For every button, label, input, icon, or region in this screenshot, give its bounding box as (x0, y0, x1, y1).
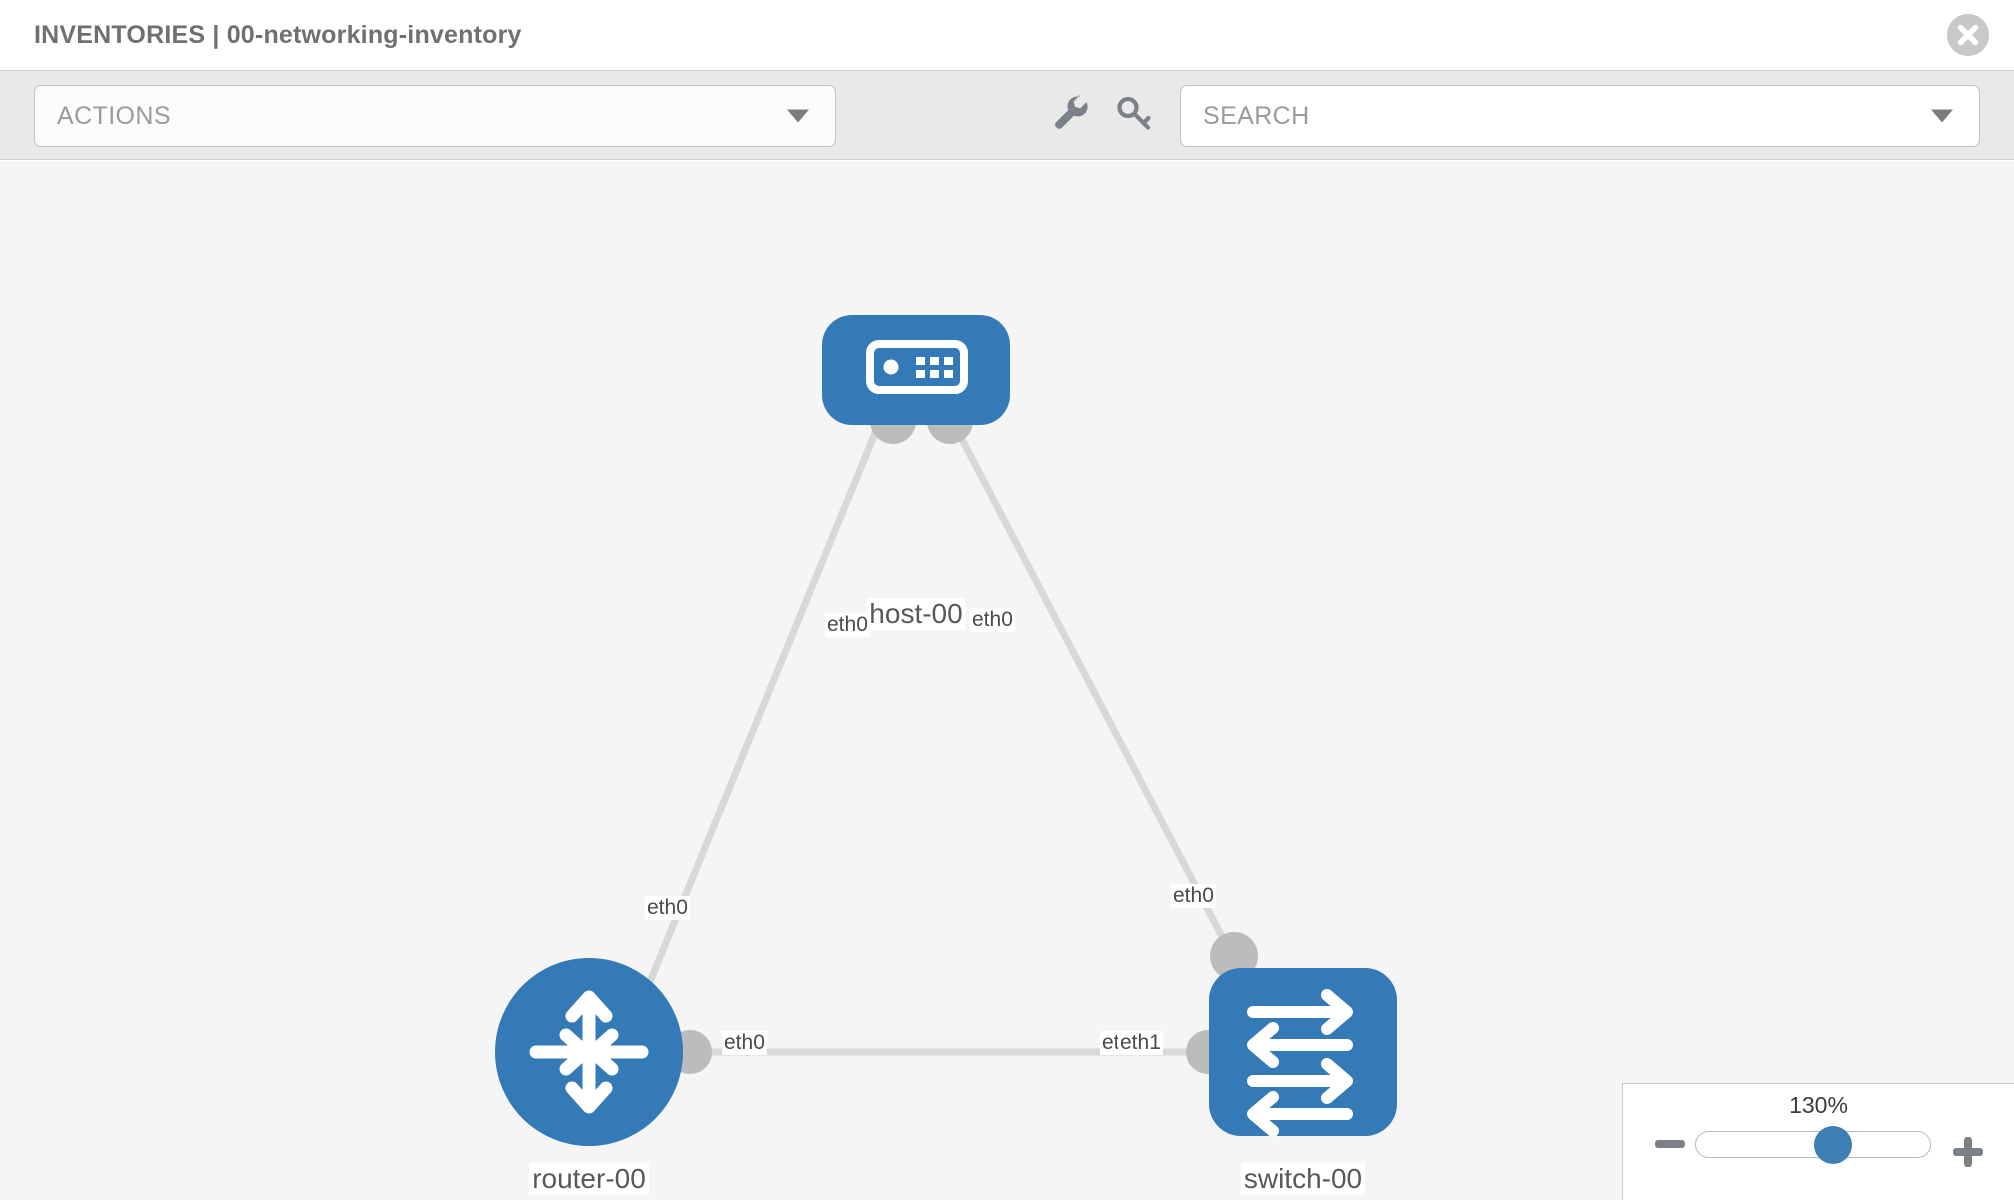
topology-links (636, 424, 1244, 1056)
actions-dropdown-label: ACTIONS (57, 101, 171, 130)
switch-arrows-icon (1247, 989, 1353, 1137)
iface-label-host-right: eth0 (970, 608, 1015, 632)
page-title: INVENTORIES | 00-networking-inventory (34, 20, 522, 49)
link-host-switch (951, 424, 1244, 973)
iface-label-router-uplink: eth0 (645, 896, 690, 920)
iface-label-switch-uplink: eth0 (1171, 884, 1216, 908)
search-input[interactable]: SEARCH (1180, 85, 1980, 147)
page-header: INVENTORIES | 00-networking-inventory (0, 0, 2014, 70)
node-label-switch-00: switch-00 (1240, 1163, 1366, 1195)
node-router-00 (495, 958, 683, 1146)
plus-icon[interactable] (1953, 1137, 1983, 1172)
router-arrows-icon (529, 990, 649, 1114)
wrench-icon[interactable] (1048, 91, 1092, 140)
server-icon (866, 340, 968, 394)
node-switch-00 (1209, 968, 1397, 1137)
node-host-00 (822, 315, 1010, 425)
topology-canvas[interactable]: host-00 router-00 switch-00 eth0 eth0 et… (0, 161, 2014, 1200)
toolbar: ACTIONS SEARCH (0, 70, 2014, 160)
key-icon[interactable] (1113, 91, 1157, 140)
zoom-slider-thumb[interactable] (1814, 1126, 1852, 1164)
topology-connectors (668, 398, 1258, 1074)
search-placeholder: SEARCH (1203, 101, 1310, 130)
zoom-percent-label: 130% (1789, 1092, 1848, 1118)
chevron-down-icon (787, 109, 809, 123)
actions-dropdown[interactable]: ACTIONS (34, 85, 836, 147)
topology-graph (495, 315, 1397, 1146)
node-label-router-00: router-00 (529, 1163, 649, 1195)
iface-label-host-left: eth0 (825, 613, 870, 637)
iface-label-router-eth0: eth0 (722, 1031, 767, 1055)
minus-icon[interactable] (1655, 1137, 1685, 1156)
close-icon[interactable] (1947, 14, 1989, 56)
node-label-host-00: host-00 (866, 598, 966, 630)
chevron-down-icon[interactable] (1931, 109, 1953, 123)
zoom-slider[interactable] (1695, 1126, 1931, 1164)
zoom-control-panel: 130% (1622, 1083, 2014, 1200)
iface-label-switch-eth1: eth1 (1118, 1031, 1163, 1055)
